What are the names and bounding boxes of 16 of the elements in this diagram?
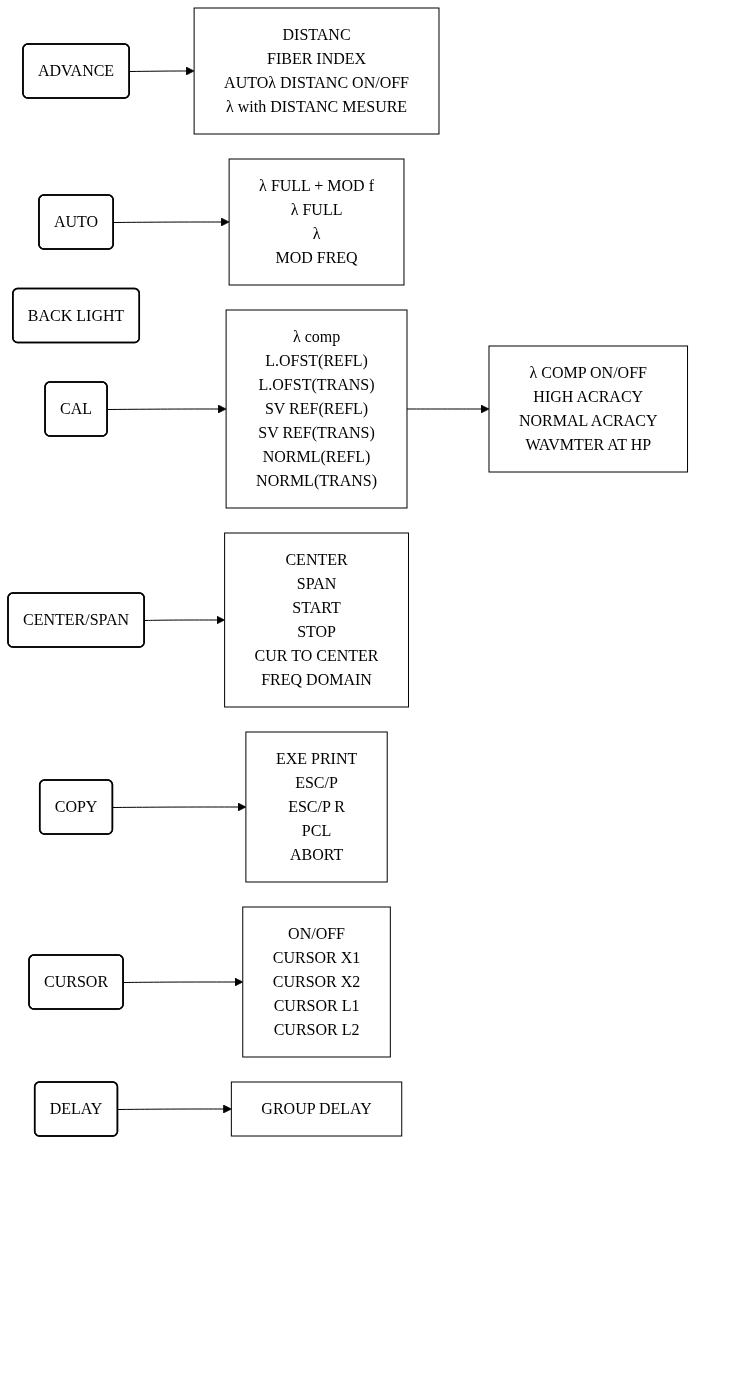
- arrow: [129, 66, 195, 76]
- arrow: [107, 404, 227, 414]
- arrow: [112, 802, 247, 812]
- node-box: GROUP DELAY: [230, 1081, 403, 1137]
- arrow: [406, 404, 490, 414]
- arrow: [144, 615, 225, 625]
- node-box: λ comp L.OFST(REFL) L.OFST(TRANS) SV REF(REFL) SV REF(TRANS) NORML(REFL) NORML(TRANS): [225, 309, 408, 509]
- node-box: EXE PRINT ESC/P ESC/P R PCL ABORT: [245, 731, 388, 883]
- arrow: [123, 977, 244, 987]
- node-box: λ FULL + MOD f λ FULL λ MOD FREQ: [228, 158, 405, 286]
- node-box: DISTANC FIBER INDEX AUTOλ DISTANC ON/OFF λ with DISTANC MESURE: [193, 7, 440, 135]
- arrow: [117, 1104, 232, 1114]
- node-box: λ COMP ON/OFF HIGH ACRACY NORMAL ACRACY WAVMTER AT HP: [488, 345, 689, 473]
- arrow: [113, 217, 230, 227]
- node-box: CENTER SPAN START STOP CUR TO CENTER FREQ DOMAIN: [224, 532, 409, 708]
- node-box: ON/OFF CURSOR X1 CURSOR X2 CURSOR L1 CURSOR L2: [242, 906, 391, 1058]
